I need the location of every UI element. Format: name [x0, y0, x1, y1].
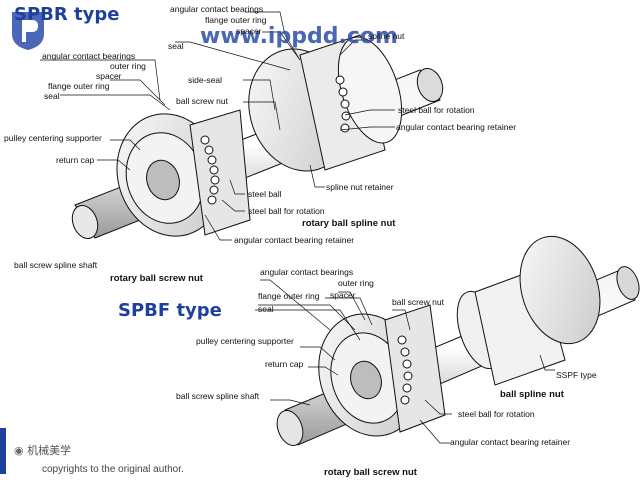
wechat-name: 机械美学 — [27, 444, 72, 457]
label-seal-left: seal — [44, 91, 60, 101]
spbr-leader-lines — [40, 11, 395, 241]
p-shield-logo-icon — [12, 12, 44, 50]
label-steel-ball-for-rotation-bottom2: steel ball for rotation — [458, 409, 535, 419]
label-steel-ball-for-rotation-bottom: steel ball for rotation — [248, 206, 325, 216]
label-spline-nut-retainer: spline nut retainer — [326, 182, 394, 192]
watermark-url: www.ippdd.com — [200, 24, 398, 49]
label-angular-contact-bearings-left: angular contact bearings — [42, 51, 136, 61]
label-acb-retainer-right: angular contact bearing retainer — [396, 122, 517, 132]
label-spacer-left: spacer — [96, 71, 122, 81]
label-pulley-centering-bottom: pulley centering supporter — [196, 336, 294, 346]
spbf-spline-nut-flange — [519, 235, 601, 345]
label-return-cap-top: return cap — [56, 155, 95, 165]
label-rotary-ball-screw-nut-top: rotary ball screw nut — [110, 273, 203, 284]
label-rotary-ball-spline-nut: rotary ball spline nut — [302, 218, 396, 229]
spbr-spline-nut-face — [337, 36, 403, 144]
label-steel-ball-for-rotation-right: steel ball for rotation — [398, 105, 475, 115]
label-angular-contact-bearings-top: angular contact bearings — [170, 4, 264, 14]
spbf-shaft-end-right — [616, 266, 640, 300]
label-seal-top: seal — [168, 41, 184, 51]
label-sspf-type: SSPF type — [556, 370, 597, 380]
label-outer-ring-bottom: outer ring — [338, 278, 374, 288]
label-ball-screw-nut-top: ball screw nut — [176, 96, 228, 106]
label-seal-bottom: seal — [258, 304, 274, 314]
label-shaft-top: ball screw spline shaft — [14, 260, 98, 270]
spbr-screw-nut-bore — [146, 159, 180, 201]
wechat-icon: ◉ — [14, 444, 24, 457]
footer-wechat: ◉ 机械美学 — [14, 445, 71, 456]
label-side-seal: side-seal — [188, 75, 223, 85]
watermark-logo — [8, 8, 48, 52]
label-rotary-ball-screw-nut-bottom: rotary ball screw nut — [324, 467, 417, 478]
spbf-assembly-drawing — [276, 235, 640, 446]
spbr-shaft-end-right — [416, 68, 444, 102]
label-outer-ring-left: outer ring — [110, 61, 146, 71]
label-spacer-top: spacer — [236, 26, 262, 36]
spbf-leader-lines — [255, 279, 555, 444]
spbr-steel-balls-right — [335, 75, 351, 133]
spbr-title: SPBR type — [14, 4, 120, 25]
label-flange-outer-ring-top: flange outer ring — [205, 15, 267, 25]
spbf-shaft-end-left — [276, 410, 304, 446]
label-flange-outer-ring-bottom: flange outer ring — [258, 291, 320, 301]
spbf-title: SPBF type — [118, 300, 222, 321]
label-return-cap-bottom: return cap — [265, 359, 304, 369]
label-pulley-centering-top: pulley centering supporter — [4, 133, 102, 143]
copyright-notice: copyrights to the original author. — [42, 464, 184, 475]
spbr-steel-balls-left — [200, 135, 220, 205]
spbr-assembly-drawing — [71, 34, 444, 239]
spbr-shaft-end-left — [71, 205, 99, 239]
label-flange-outer-ring-left: flange outer ring — [48, 81, 110, 91]
label-acb-retainer-bottom2: angular contact bearing retainer — [450, 437, 571, 447]
spbf-screw-nut-bore — [350, 360, 382, 400]
label-steel-ball: steel ball — [248, 189, 282, 199]
spbf-steel-balls — [397, 335, 413, 405]
label-shaft-bottom: ball screw spline shaft — [176, 391, 260, 401]
label-angular-contact-bearings-bottom: angular contact bearings — [260, 267, 354, 277]
label-ball-spline-nut: ball spline nut — [500, 389, 564, 400]
label-spline-nut: spline nut — [368, 31, 405, 41]
label-acb-retainer-bottom: angular contact bearing retainer — [234, 235, 355, 245]
label-ball-screw-nut-bottom: ball screw nut — [392, 297, 444, 307]
label-spacer-bottom: spacer — [330, 290, 356, 300]
footer-accent-bar — [0, 428, 6, 474]
